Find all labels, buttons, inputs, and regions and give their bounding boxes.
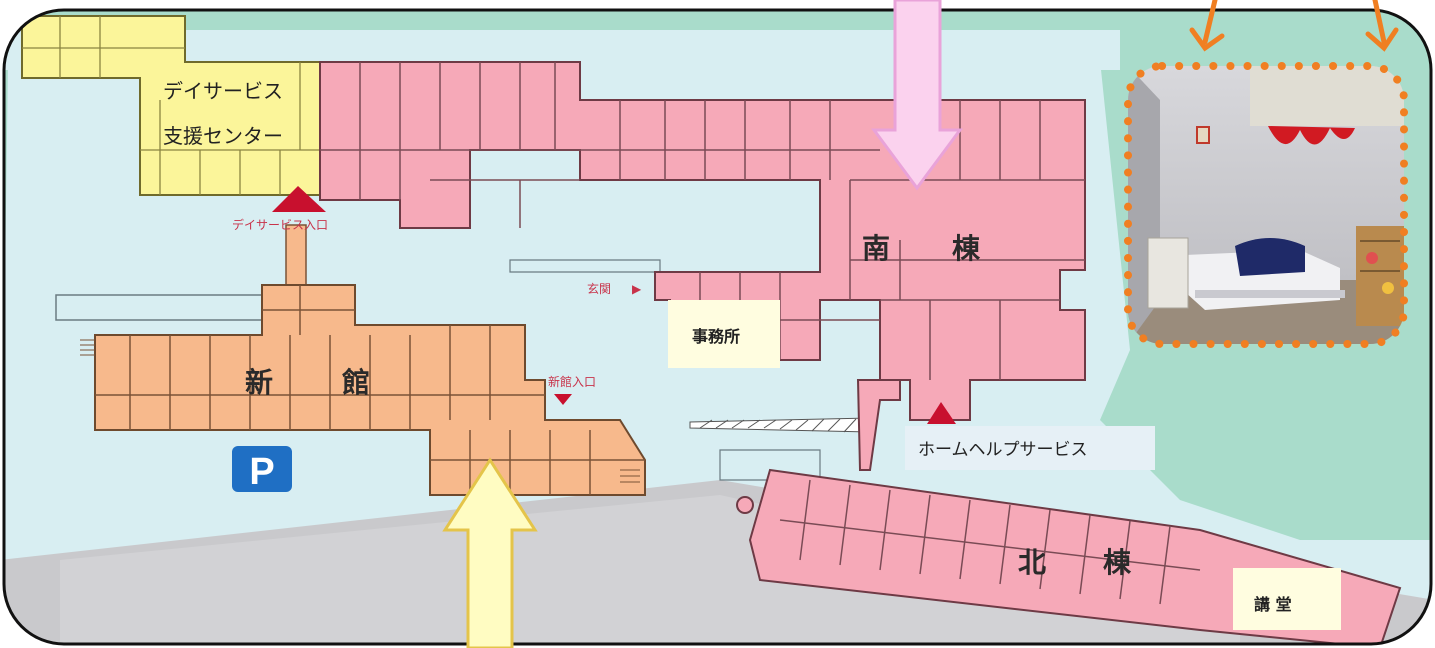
pink-arrow xyxy=(871,0,963,191)
day-service-entrance-label: デイサービス入口 xyxy=(232,217,328,232)
office-label: 事務所 xyxy=(692,327,740,346)
new-wing-label-a: 新 xyxy=(245,366,273,399)
hall-label-box xyxy=(1233,568,1341,630)
day-service-label-line2: 支援センター xyxy=(163,124,283,148)
north-wing-label-b: 棟 xyxy=(1103,546,1132,579)
north-wing-label-a: 北 xyxy=(1018,546,1046,579)
new-wing-label-b: 館 xyxy=(342,366,370,399)
south-wing-label-b: 棟 xyxy=(952,232,981,265)
room-photo xyxy=(1124,62,1408,348)
parking-badge xyxy=(232,446,292,492)
yellow-arrow xyxy=(442,457,538,648)
office-label-box xyxy=(668,300,780,368)
home-help-entrance-marker xyxy=(927,402,956,424)
new-wing-entrance-label: 新館入口 xyxy=(548,374,596,389)
home-help-label-box xyxy=(905,426,1155,470)
map-frame xyxy=(2,8,1433,646)
orange-pointer-arrows xyxy=(1189,0,1399,52)
hall-label: 講 堂 xyxy=(1254,595,1292,614)
day-service-entrance-marker xyxy=(272,186,326,212)
new-wing-entrance-marker xyxy=(554,394,572,405)
entrance-arrow-glyph: ▶ xyxy=(632,282,642,296)
home-help-label: ホームヘルプサービス xyxy=(918,440,1088,460)
south-wing-label-a: 南 xyxy=(862,232,890,265)
day-service-label-line1: デイサービス xyxy=(163,79,283,103)
entrance-label: 玄関 xyxy=(587,281,611,296)
parking-icon: P xyxy=(249,451,274,493)
